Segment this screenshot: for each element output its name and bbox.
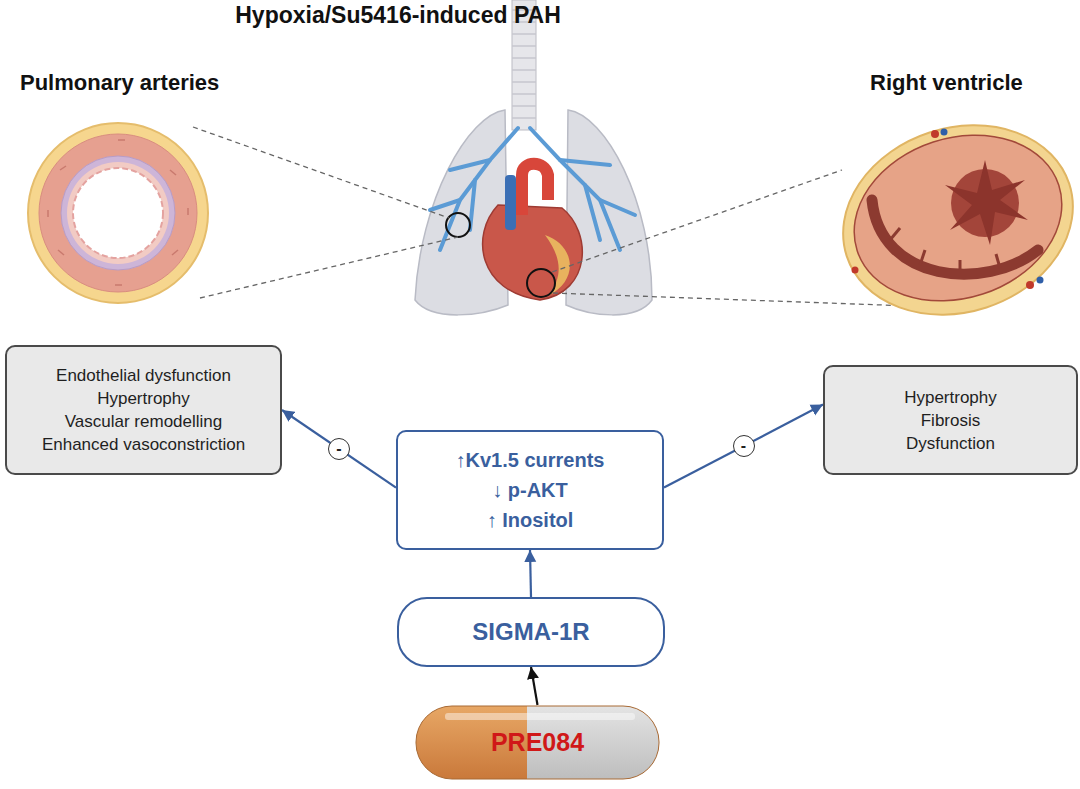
artery-illustration bbox=[28, 123, 208, 303]
connector-arrow bbox=[531, 667, 538, 705]
node-text: Hypertrophy bbox=[904, 386, 997, 409]
node-text: Dysfunction bbox=[906, 432, 995, 455]
lungs-illustration bbox=[415, 0, 652, 315]
node-text: Endothelial dysfunction bbox=[56, 364, 231, 387]
drug-pill: PRE084 bbox=[415, 705, 660, 780]
connector-arrow bbox=[664, 405, 823, 488]
node-text: PRE084 bbox=[491, 728, 584, 757]
node-text: Vascular remodelling bbox=[65, 410, 222, 433]
section-heading: Pulmonary arteries bbox=[20, 70, 219, 96]
receptor-box: SIGMA-1R bbox=[397, 597, 665, 667]
node-text: ↓ p-AKT bbox=[492, 475, 568, 505]
effect-box: HypertrophyFibrosisDysfunction bbox=[823, 365, 1078, 475]
section-heading: Right ventricle bbox=[870, 70, 1023, 96]
node-text: Enhanced vasoconstriction bbox=[42, 433, 245, 456]
inhibition-sign: - bbox=[733, 435, 755, 457]
node-text: ↑ Inositol bbox=[487, 505, 574, 535]
node-text: ↑Kv1.5 currents bbox=[456, 445, 605, 475]
diagram-title: Hypoxia/Su5416-induced PAH bbox=[198, 2, 598, 29]
node-text: Fibrosis bbox=[921, 409, 981, 432]
connector-arrow bbox=[530, 550, 531, 597]
mechanism-box: ↑Kv1.5 currents↓ p-AKT↑ Inositol bbox=[396, 430, 664, 550]
inhibition-sign: - bbox=[328, 438, 350, 460]
ventricle-illustration bbox=[818, 96, 1080, 343]
effect-box: Endothelial dysfunctionHypertrophyVascul… bbox=[5, 345, 282, 475]
node-text: Hypertrophy bbox=[97, 387, 190, 410]
node-text: SIGMA-1R bbox=[472, 618, 589, 646]
connector-arrow bbox=[282, 410, 396, 488]
